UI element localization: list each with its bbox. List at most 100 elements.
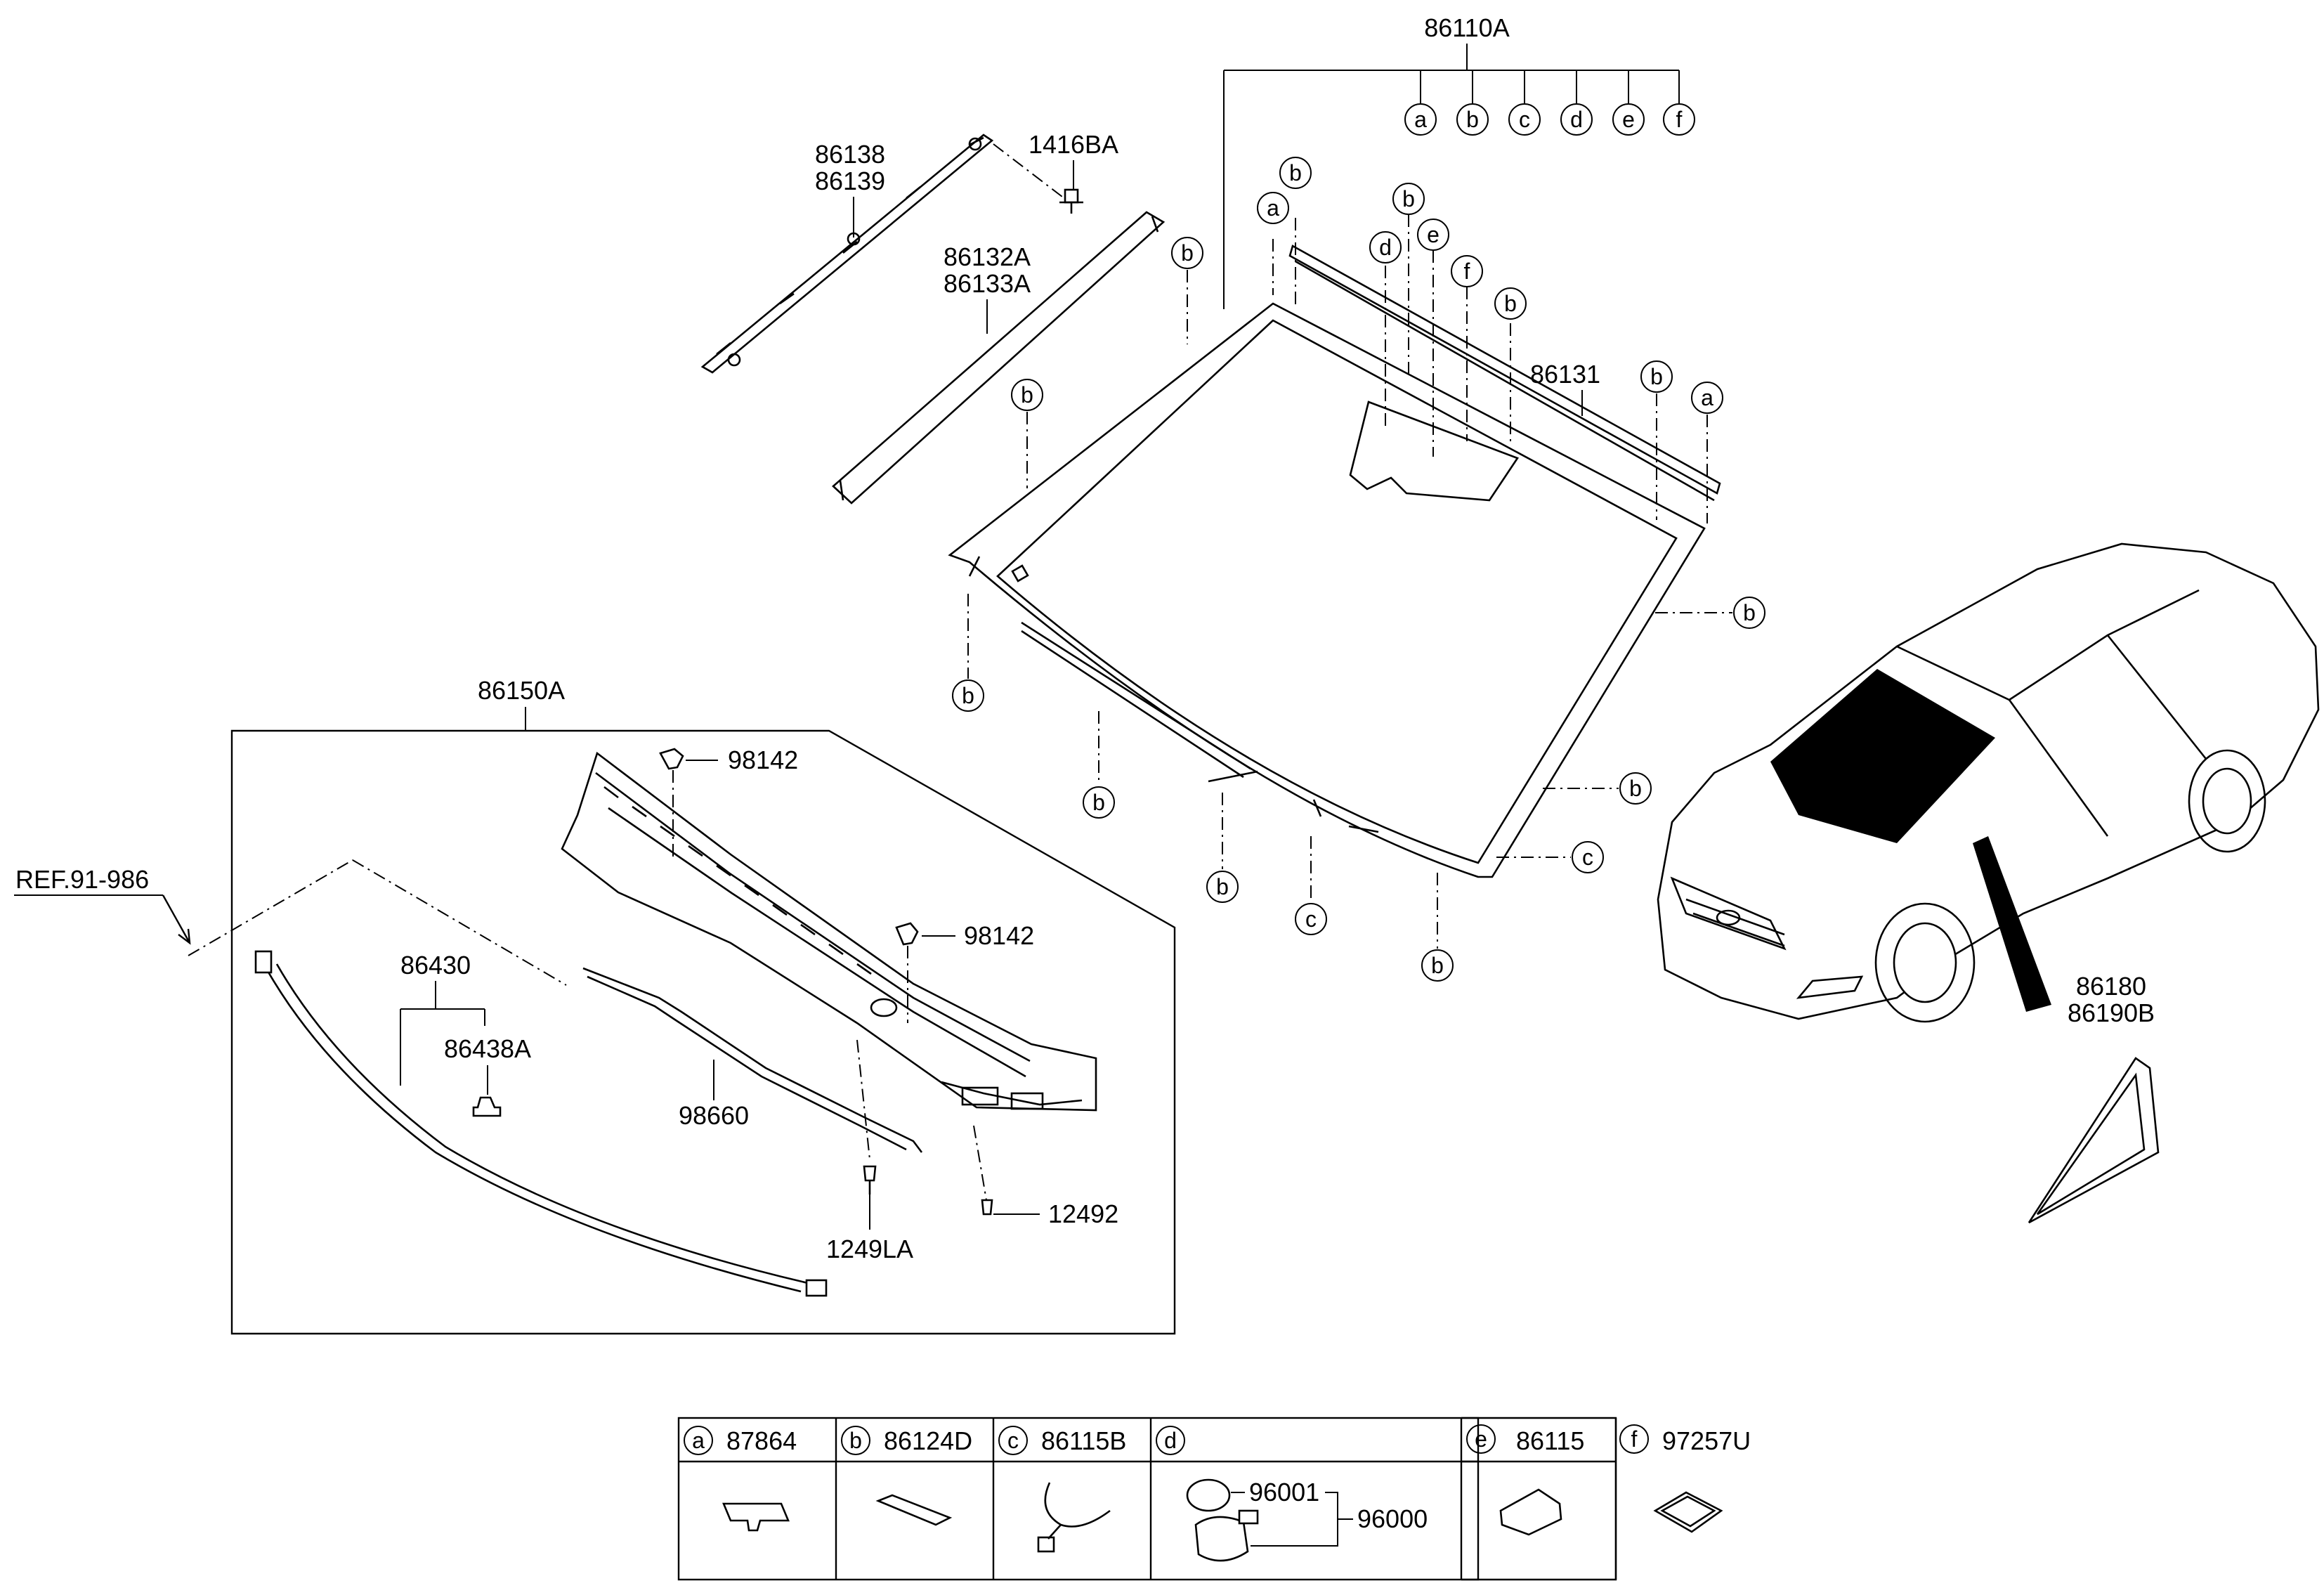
callout-b-10: b <box>1619 772 1652 805</box>
cowl-top-cover <box>561 751 1097 1112</box>
legend-part-d-96001: 96001 <box>1249 1478 1319 1506</box>
callout-e-1: e <box>1417 219 1449 251</box>
svg-text:f: f <box>1464 259 1470 284</box>
cowl-assembly-box <box>230 729 1176 1335</box>
svg-text:b: b <box>1629 776 1642 801</box>
legend-cell-c: c 86115B <box>998 1426 1126 1553</box>
svg-text:d: d <box>1570 107 1583 132</box>
callout-f-top: f <box>1663 103 1695 136</box>
legend-cell-e: e 86115 <box>1466 1424 1584 1536</box>
part-label-98142-upper: 98142 <box>728 746 798 774</box>
fastener-98142-lower <box>895 922 919 1023</box>
part-label-86138: 86138 <box>815 140 885 169</box>
part-label-86131: 86131 <box>1530 360 1600 389</box>
windshield-side-moulding <box>832 211 1166 505</box>
legend-cell-f: f 97257U <box>1619 1424 1751 1533</box>
top-moulding-86131 <box>1288 245 1721 502</box>
callout-b-7: b <box>1733 597 1765 629</box>
svg-text:b: b <box>1021 382 1033 408</box>
legend-part-e: 86115 <box>1516 1426 1584 1455</box>
svg-text:b: b <box>1289 160 1302 186</box>
callout-d-1: d <box>1369 231 1402 263</box>
callout-e-top: e <box>1612 103 1645 136</box>
legend-part-b: 86124D <box>884 1426 972 1455</box>
reference-label: REF.91-986 <box>15 865 149 894</box>
callout-b-6: b <box>1011 379 1043 411</box>
part-label-86150A: 86150A <box>478 676 565 705</box>
legend-part-a: 87864 <box>726 1426 797 1455</box>
svg-text:a: a <box>1701 385 1713 410</box>
roof-rail-moulding <box>700 134 994 374</box>
callout-c-2: c <box>1572 841 1604 873</box>
svg-text:b: b <box>1402 186 1415 211</box>
svg-text:e: e <box>1622 107 1635 132</box>
svg-text:b: b <box>962 683 974 708</box>
callout-b-12: b <box>1421 949 1454 982</box>
svg-text:a: a <box>1267 195 1279 221</box>
callout-a-2: a <box>1691 382 1723 414</box>
legend-cell-b: b 86124D <box>841 1426 972 1526</box>
triangle-glass-86180 <box>2028 1057 2160 1224</box>
screw-1249LA <box>856 1039 877 1195</box>
clip-86438A <box>472 1096 502 1117</box>
part-label-86110A: 86110A <box>1424 13 1509 42</box>
part-label-86180: 86180 <box>2076 972 2146 1001</box>
svg-text:f: f <box>1631 1426 1638 1452</box>
callout-b-8: b <box>952 679 984 712</box>
legend-table <box>677 1417 1617 1581</box>
header-86110A: 86110A <box>1223 13 1680 309</box>
part-label-1416BA: 1416BA <box>1029 130 1118 159</box>
callout-b-top: b <box>1456 103 1489 136</box>
washer-hose-86430 <box>254 950 828 1297</box>
legend-part-d-96000: 96000 <box>1357 1504 1428 1533</box>
screw-12492 <box>973 1125 993 1216</box>
windshield-highlight <box>1770 669 1995 843</box>
part-label-86438A: 86438A <box>444 1034 531 1063</box>
legend-cell-a: a 87864 <box>684 1426 797 1532</box>
svg-text:b: b <box>1743 600 1756 625</box>
svg-text:f: f <box>1676 107 1683 132</box>
svg-text:c: c <box>1519 107 1530 132</box>
svg-text:e: e <box>1475 1426 1487 1452</box>
part-label-98142-lower: 98142 <box>964 921 1034 950</box>
part-label-86139: 86139 <box>815 167 885 195</box>
callout-c-top: c <box>1508 103 1541 136</box>
svg-text:c: c <box>1007 1428 1019 1453</box>
car-illustration <box>1657 542 2320 1023</box>
svg-text:b: b <box>1504 291 1517 316</box>
svg-text:b: b <box>1092 790 1105 815</box>
callout-a-top: a <box>1404 103 1437 136</box>
clip-1416BA <box>1059 188 1083 214</box>
svg-text:b: b <box>1466 107 1479 132</box>
svg-text:a: a <box>692 1428 705 1453</box>
svg-text:c: c <box>1305 906 1317 932</box>
callout-b-3: b <box>1392 183 1425 215</box>
svg-text:c: c <box>1582 845 1593 870</box>
windshield-leaders <box>967 214 1732 949</box>
svg-text:b: b <box>1216 874 1229 899</box>
fastener-98142-upper <box>659 748 684 857</box>
legend-part-f: 97257U <box>1662 1426 1751 1455</box>
svg-text:d: d <box>1164 1428 1177 1453</box>
triangle-glass-pointer <box>1973 836 2051 1012</box>
part-label-86132A: 86132A <box>944 242 1031 271</box>
svg-text:b: b <box>1181 240 1194 266</box>
svg-text:b: b <box>1650 364 1663 389</box>
part-label-98660: 98660 <box>679 1101 749 1130</box>
callout-b-11: b <box>1206 871 1239 903</box>
legend-part-c: 86115B <box>1041 1426 1126 1455</box>
callout-a-1: a <box>1257 192 1289 224</box>
callout-b-4: b <box>1494 287 1527 320</box>
part-label-86190B: 86190B <box>2068 998 2155 1027</box>
part-label-86430: 86430 <box>400 951 471 980</box>
callout-c-1: c <box>1295 903 1327 935</box>
part-label-1249LA: 1249LA <box>826 1235 913 1263</box>
part-label-12492: 12492 <box>1048 1199 1118 1228</box>
windshield-glass <box>948 302 1706 878</box>
callout-b-1: b <box>1279 157 1312 189</box>
part-label-86133A: 86133A <box>944 269 1031 298</box>
seal-98660 <box>582 967 923 1153</box>
callout-b-5: b <box>1640 360 1673 393</box>
svg-text:d: d <box>1379 235 1392 260</box>
